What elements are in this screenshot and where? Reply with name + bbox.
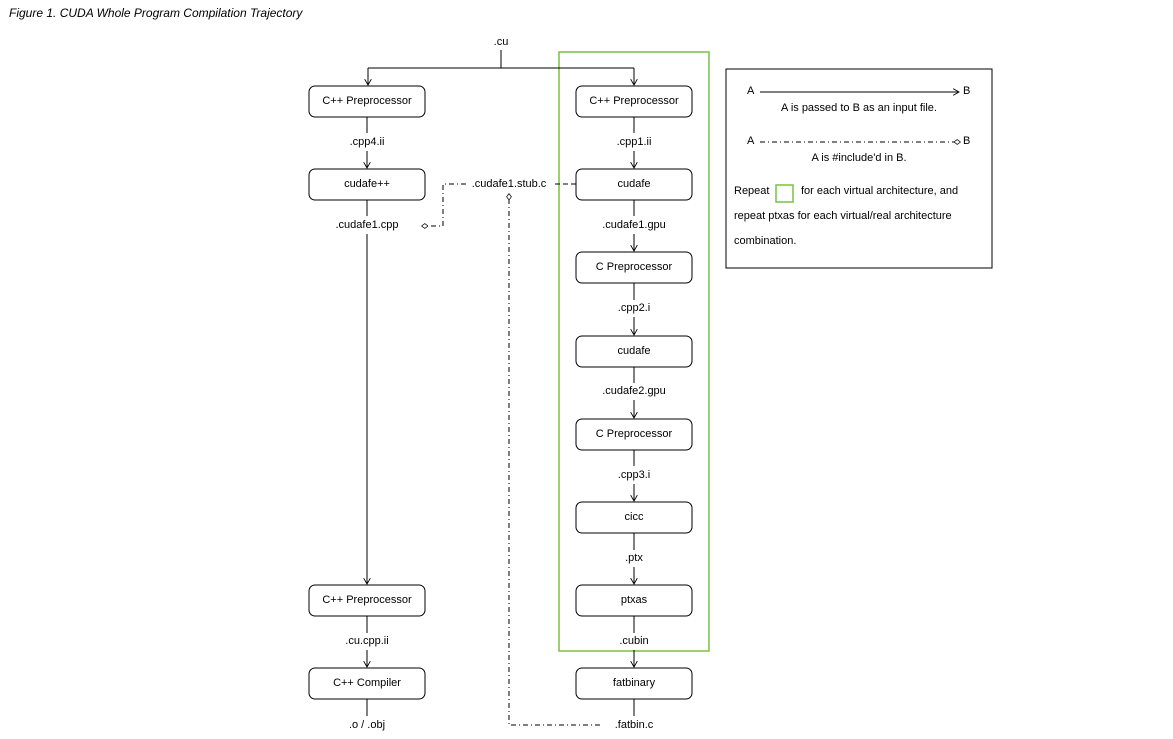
file-cpp1-ii: .cpp1.ii [617,136,652,148]
file-cudafe1-cpp: .cudafe1.cpp [336,219,399,231]
host-preprocessor-node: C++ Preprocessor [308,85,426,118]
cudafe-2-node: cudafe [575,335,693,368]
legend-input-b: B [963,85,970,97]
file-cudafe1-stub-c: .cudafe1.stub.c [472,178,547,190]
legend-repeat-swatch [775,184,794,203]
file-cpp4-ii: .cpp4.ii [350,136,385,148]
cudafe-1-node: cudafe [575,168,693,201]
svg-text:C++ Preprocessor: C++ Preprocessor [322,594,412,606]
file-cpp3-i: .cpp3.i [618,469,650,481]
svg-text:cudafe: cudafe [617,178,650,190]
file-ptx: .ptx [625,552,643,564]
file-cubin: .cubin [619,635,648,647]
c-preprocessor-1-node: C Preprocessor [575,251,693,284]
svg-text:C Preprocessor: C Preprocessor [596,261,673,273]
figure-caption: Figure 1. CUDA Whole Program Compilation… [9,6,303,20]
legend-repeat-prefix: Repeat [734,185,769,197]
legend-input-a: A [747,85,755,97]
legend-include-desc: A is #include'd in B. [811,152,906,164]
cudafe-plusplus-node: cudafe++ [308,168,426,201]
file-cudafe1-gpu: .cudafe1.gpu [602,219,666,231]
input-file-label: .cu [494,36,509,48]
host-compiler-node: C++ Compiler [308,667,426,700]
legend-repeat-line3: combination. [734,235,796,247]
svg-text:ptxas: ptxas [621,594,648,606]
device-preprocessor-node: C++ Preprocessor [575,85,693,118]
file-cpp2-i: .cpp2.i [618,302,650,314]
svg-text:C Preprocessor: C Preprocessor [596,428,673,440]
svg-text:cudafe: cudafe [617,345,650,357]
cicc-node: cicc [575,501,693,534]
ptxas-node: ptxas [575,584,693,617]
file-o-obj: .o / .obj [349,719,385,731]
svg-text:fatbinary: fatbinary [613,677,656,689]
file-fatbin-c: .fatbin.c [615,719,654,731]
legend-include-a: A [747,135,755,147]
fatbinary-node: fatbinary [575,667,693,700]
svg-text:cudafe++: cudafe++ [344,178,390,190]
legend-include-b: B [963,135,970,147]
legend: A B A is passed to B as an input file. A… [725,68,993,269]
legend-repeat-line2: repeat ptxas for each virtual/real archi… [734,210,952,222]
svg-text:C++ Preprocessor: C++ Preprocessor [589,95,679,107]
svg-text:cicc: cicc [625,511,644,523]
host-preprocessor-2-node: C++ Preprocessor [308,584,426,617]
c-preprocessor-2-node: C Preprocessor [575,418,693,451]
legend-repeat-line1: for each virtual architecture, and [801,185,958,197]
file-cudafe2-gpu: .cudafe2.gpu [602,385,666,397]
legend-input-desc: A is passed to B as an input file. [781,102,937,114]
svg-text:C++ Preprocessor: C++ Preprocessor [322,95,412,107]
svg-text:C++ Compiler: C++ Compiler [333,677,401,689]
file-cu-cpp-ii: .cu.cpp.ii [345,635,388,647]
